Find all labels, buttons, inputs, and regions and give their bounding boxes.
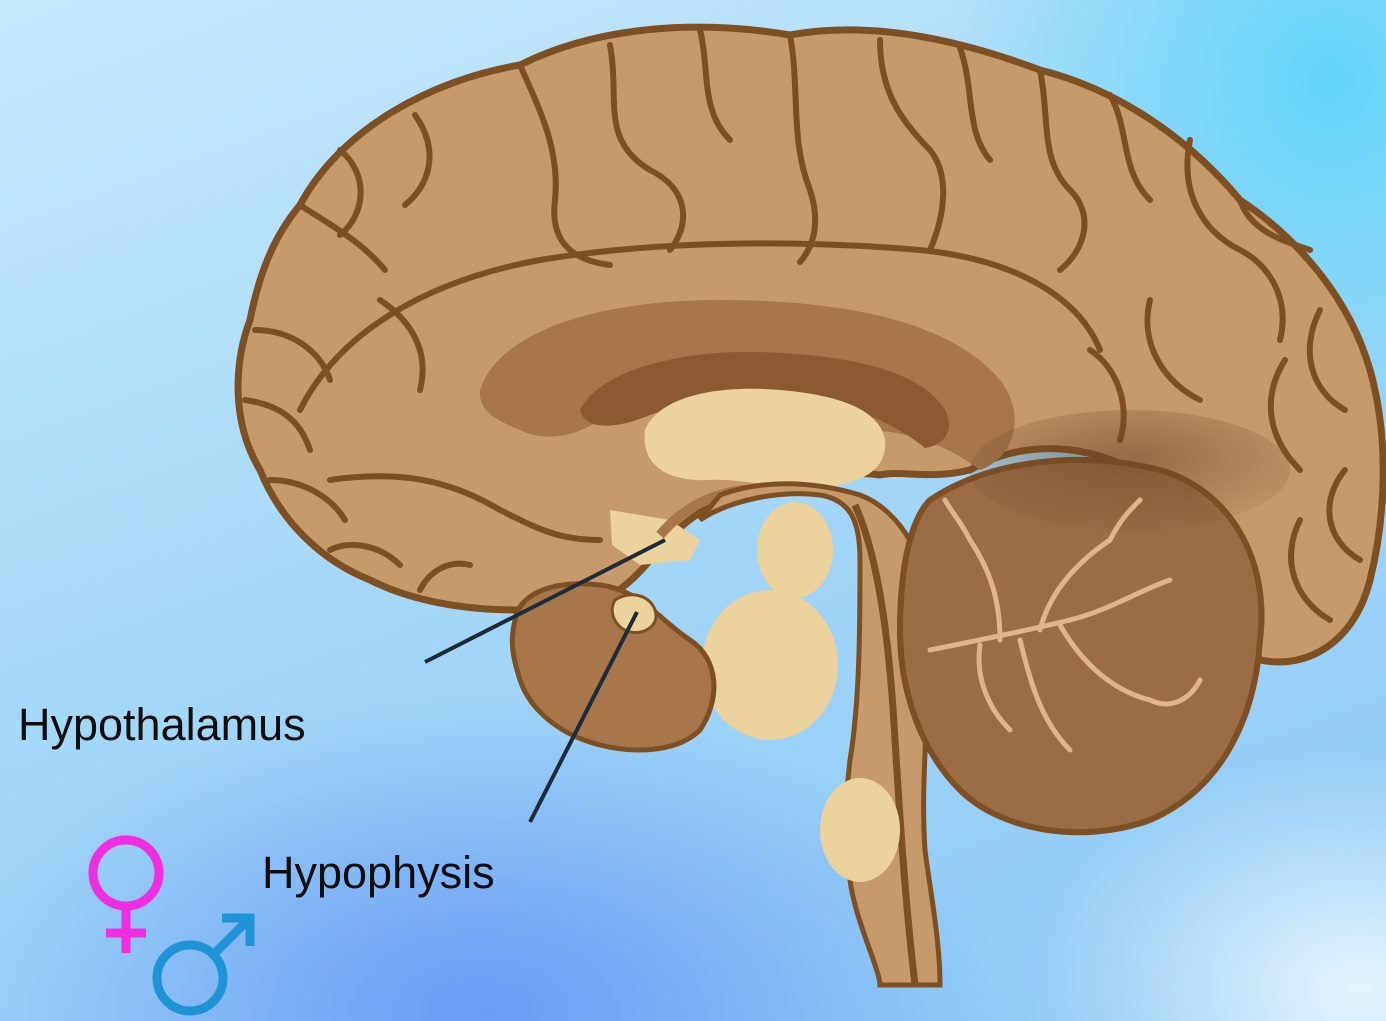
male-symbol-icon — [148, 908, 260, 1020]
midbrain-nucleus — [757, 502, 833, 598]
medulla-nucleus — [820, 778, 900, 882]
pons-nucleus — [702, 590, 838, 740]
hypothalamus-label: Hypothalamus — [18, 702, 306, 747]
hypophysis-label: Hypophysis — [262, 850, 495, 895]
